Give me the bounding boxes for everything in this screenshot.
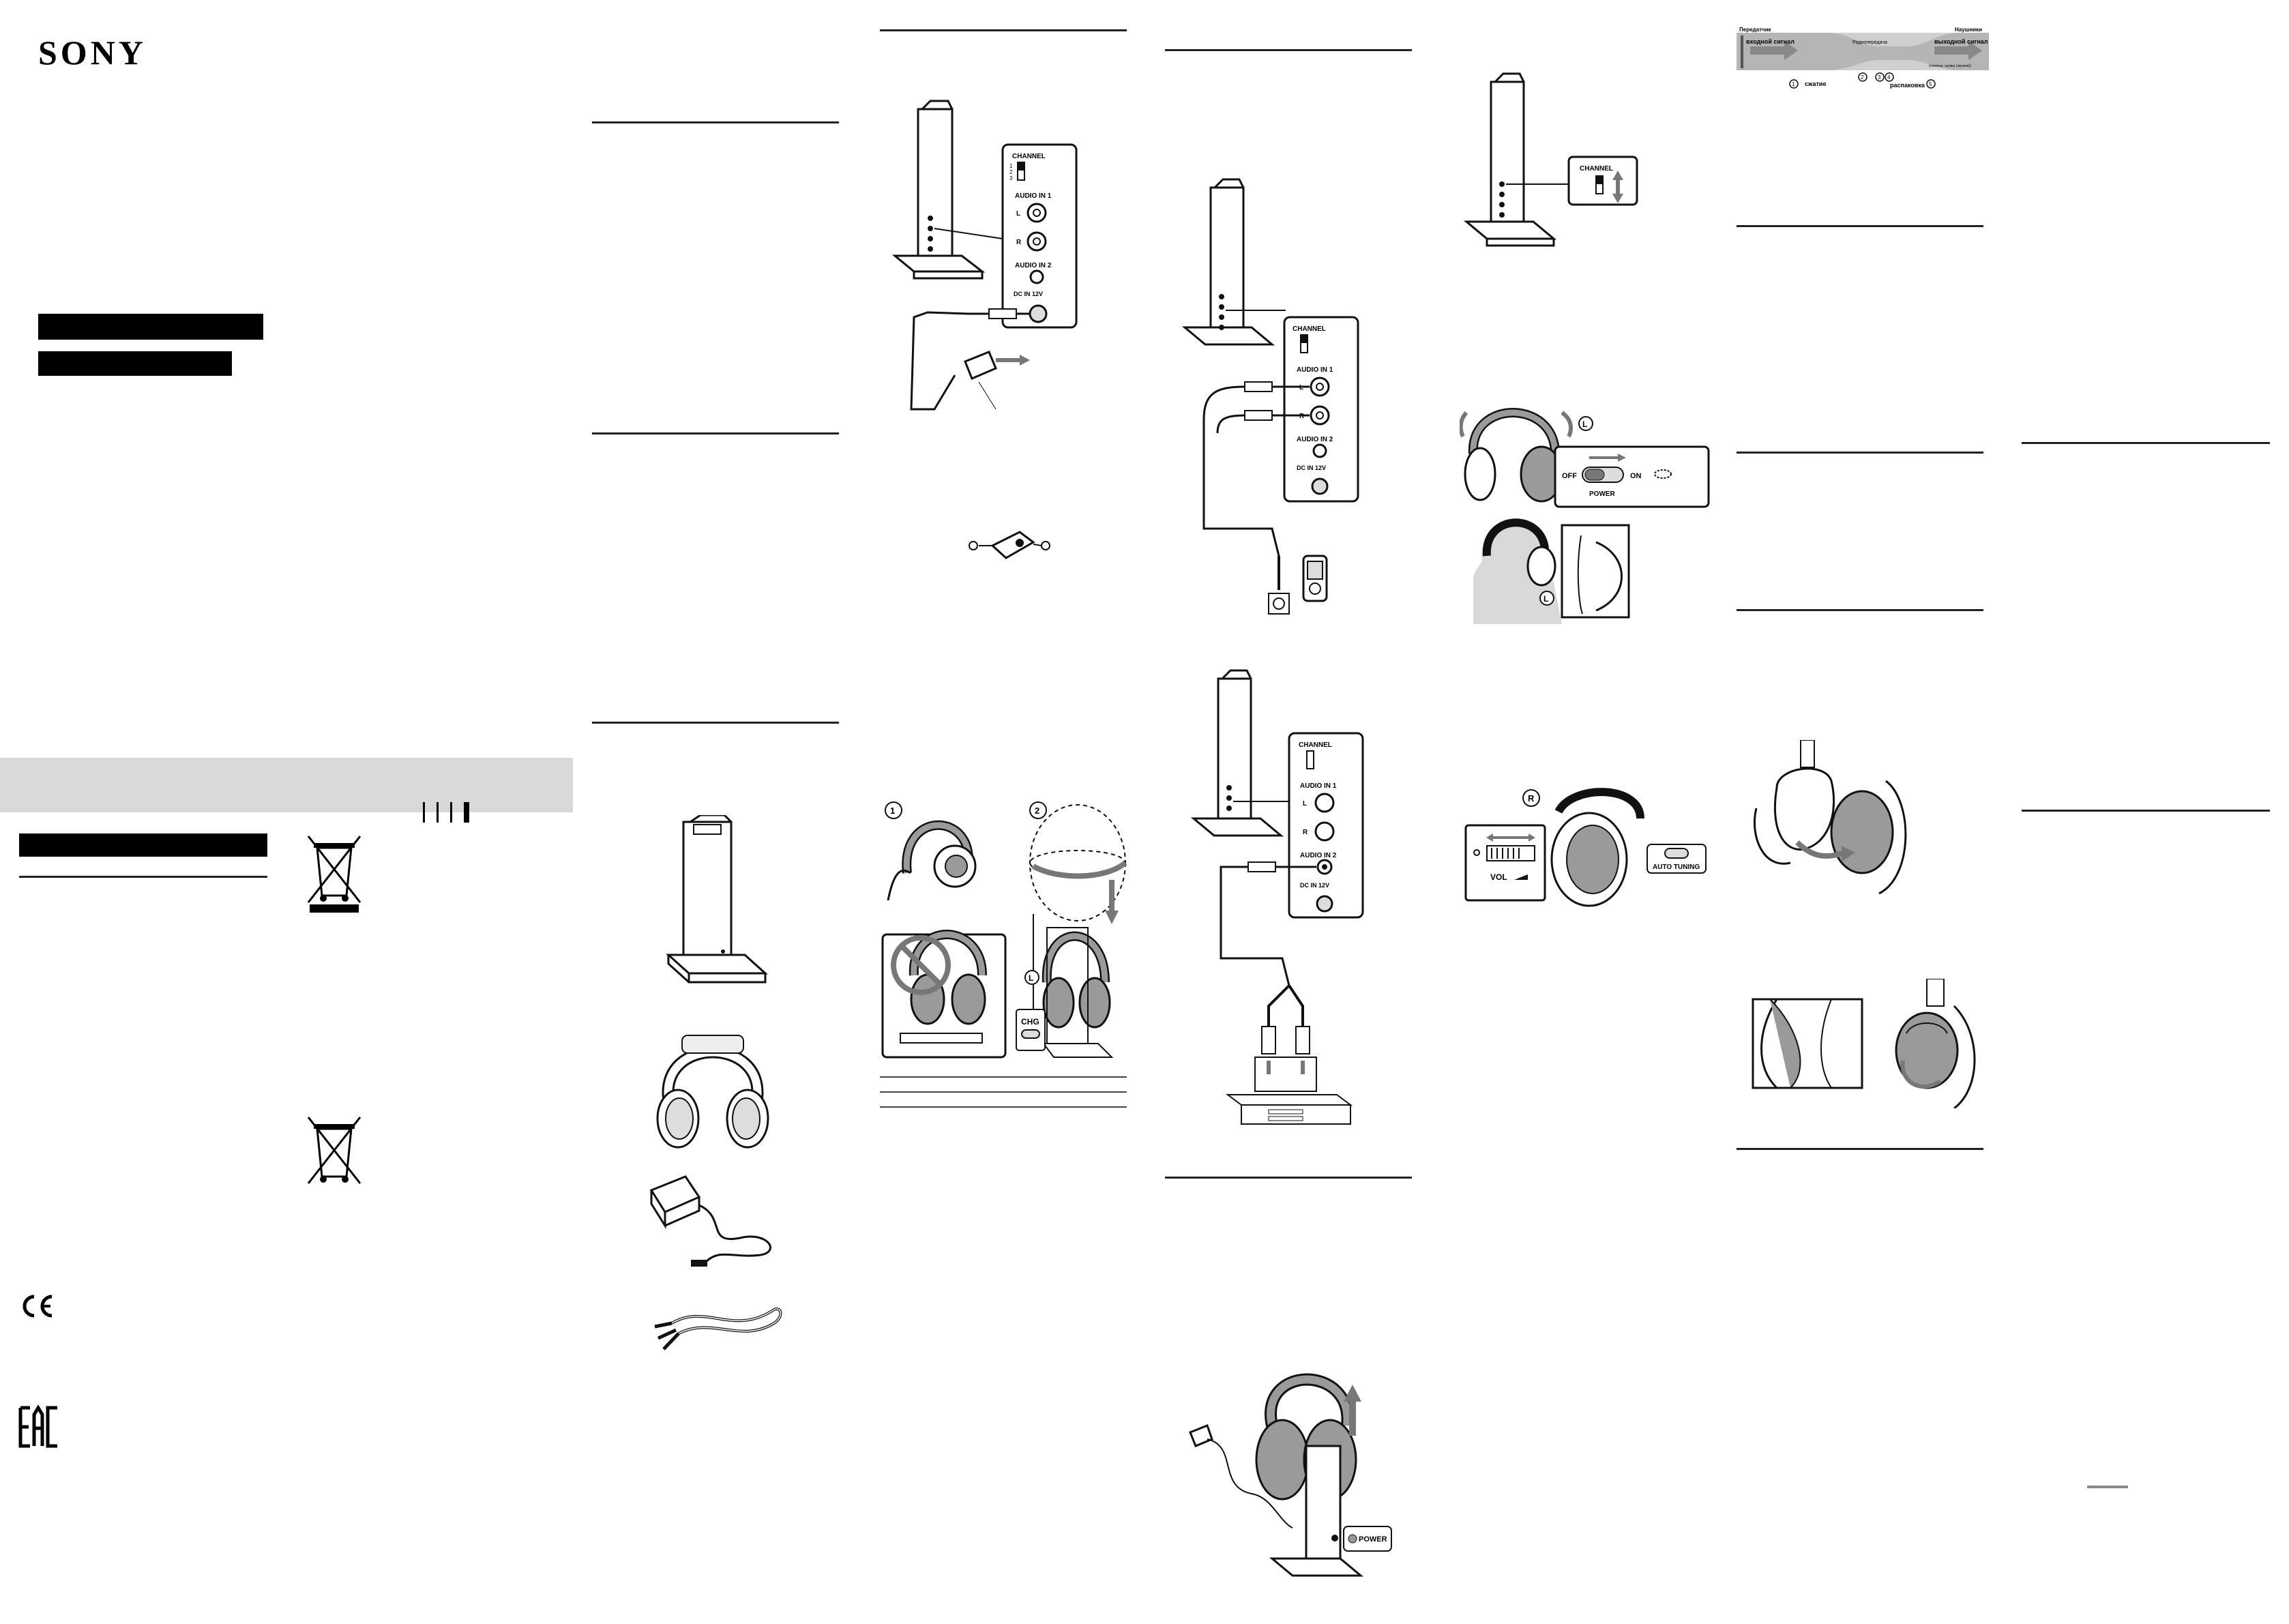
base-connection-diagram-walkman: CHANNEL AUDIO IN 1 L R AUDIO IN 2 DC IN … xyxy=(1181,178,1359,615)
auto-tuning-label: AUTO TUNING xyxy=(1653,863,1700,871)
earpad-attach-diagram xyxy=(1752,979,1976,1108)
headphones-label: Наушники xyxy=(1955,27,1982,33)
language-band xyxy=(0,758,573,812)
channel-label-3: CHANNEL xyxy=(1299,741,1332,749)
audio-in-2-label: AUDIO IN 2 xyxy=(1015,262,1052,269)
on-label: ON xyxy=(1630,472,1642,480)
power-switch-diagram: L OFF ON POWER L xyxy=(1460,408,1710,624)
vol-label: VOL xyxy=(1490,872,1507,882)
audio-in-1-label: AUDIO IN 1 xyxy=(1015,192,1052,200)
audio-in-1-label-3: AUDIO IN 1 xyxy=(1300,782,1337,790)
stand-illustration xyxy=(666,815,768,984)
decompression-label: распаковка xyxy=(1890,82,1925,89)
p6-rule-3 xyxy=(1737,609,1983,611)
signal-flow-diagram: Передатчик входной сигнал Радиопередача … xyxy=(1737,27,1989,89)
dc-in-label: DC IN 12V xyxy=(1014,291,1043,297)
headphones-illustration xyxy=(656,1035,769,1149)
channel-opt-2: 2 xyxy=(1009,169,1013,175)
chg-label: CHG xyxy=(1021,1017,1039,1027)
dc-in-label-2: DC IN 12V xyxy=(1297,464,1326,471)
right-jack-label-3: R xyxy=(1303,829,1308,836)
ce-mark-icon xyxy=(23,1295,53,1318)
audio-in-1-label-2: AUDIO IN 1 xyxy=(1297,366,1333,374)
weee-bin-icon-1 xyxy=(307,836,361,913)
eac-mark-icon xyxy=(18,1405,57,1448)
power-button-label: POWER xyxy=(1359,1535,1387,1544)
p4-rule-top xyxy=(1165,49,1412,51)
right-jack-label: R xyxy=(1016,239,1022,246)
channel-label-2: CHANNEL xyxy=(1293,325,1326,333)
section-rule xyxy=(19,876,267,878)
p2-rule-3 xyxy=(592,722,839,724)
marker-3: 3 xyxy=(1878,74,1881,80)
channel-label-4: CHANNEL xyxy=(1580,165,1613,173)
step-1-marker: 1 xyxy=(890,806,895,816)
audio-cable-illustration xyxy=(654,1308,782,1350)
p2-rule-1 xyxy=(592,121,839,123)
footer-fine-print xyxy=(2087,1486,2128,1488)
marker-2: 2 xyxy=(1861,74,1864,80)
dc-in-label-3: DC IN 12V xyxy=(1300,882,1329,889)
left-marker-2: L xyxy=(1582,419,1587,429)
title-bar-2 xyxy=(38,351,232,376)
left-marker-3: L xyxy=(1544,594,1548,604)
transmitter-label: Передатчик xyxy=(1739,27,1772,33)
noise-label: (помехи, шумы (звуков)) xyxy=(1929,64,1971,68)
output-signal-label: выходной сигнал xyxy=(1934,38,1988,45)
p3-rule-top xyxy=(880,29,1127,31)
radio-transfer-label: Радиопередача xyxy=(1852,40,1887,45)
p6-rule-1 xyxy=(1737,225,1983,227)
channel-opt-1: 1 xyxy=(1009,163,1013,169)
p3-table-rule-1 xyxy=(880,1076,1127,1078)
p3-table-rule-2 xyxy=(880,1091,1127,1093)
off-label: OFF xyxy=(1562,472,1577,480)
left-marker: L xyxy=(1029,973,1033,983)
p2-rule-2 xyxy=(592,432,839,434)
compression-label: сжатие xyxy=(1805,80,1826,87)
earpad-removal-diagram xyxy=(1753,740,1907,895)
step-2-marker: 2 xyxy=(1035,806,1039,816)
p6-rule-4 xyxy=(1737,1148,1983,1150)
p3-table-rule-3 xyxy=(880,1106,1127,1108)
p4-rule-mid xyxy=(1165,1177,1412,1179)
section-header-bar xyxy=(19,833,267,857)
weee-bin-icon-2 xyxy=(307,1117,361,1184)
power-label: POWER xyxy=(1589,490,1616,498)
base-connection-diagram-player: CHANNEL AUDIO IN 1 L R AUDIO IN 2 DC IN … xyxy=(1190,669,1364,1125)
p7-rule-1 xyxy=(2022,442,2270,444)
audio-in-2-label-3: AUDIO IN 2 xyxy=(1300,852,1337,859)
channel-opt-3: 3 xyxy=(1009,175,1013,181)
channel-label: CHANNEL xyxy=(1012,153,1046,160)
left-jack-label-3: L xyxy=(1303,800,1307,808)
marker-4: 4 xyxy=(1887,74,1891,80)
base-connection-diagram-ac: CHANNEL 1 2 3 AUDIO IN 1 L R AUDIO IN 2 … xyxy=(891,100,1078,411)
ac-adapter-illustration xyxy=(649,1175,771,1267)
volume-tuning-diagram: R VOL AUTO TUNING xyxy=(1464,788,1707,907)
marker-5: 5 xyxy=(1929,81,1932,87)
p6-rule-2 xyxy=(1737,452,1983,454)
marker-1: 1 xyxy=(1792,81,1795,87)
right-marker: R xyxy=(1528,793,1535,803)
title-bar-1 xyxy=(38,314,263,340)
input-signal-label: входной сигнал xyxy=(1746,38,1795,45)
left-jack-label: L xyxy=(1016,210,1020,218)
headphones-placement-diagram: 1 2 L CHG xyxy=(881,801,1127,1059)
charging-diagram: POWER xyxy=(1189,1373,1392,1577)
sony-logo: SONY xyxy=(38,33,147,72)
plug-adapter-icon xyxy=(969,531,1050,559)
page-markers xyxy=(423,802,477,823)
p7-rule-2 xyxy=(2022,810,2270,812)
channel-select-diagram: CHANNEL xyxy=(1463,72,1638,247)
audio-in-2-label-2: AUDIO IN 2 xyxy=(1297,436,1333,443)
